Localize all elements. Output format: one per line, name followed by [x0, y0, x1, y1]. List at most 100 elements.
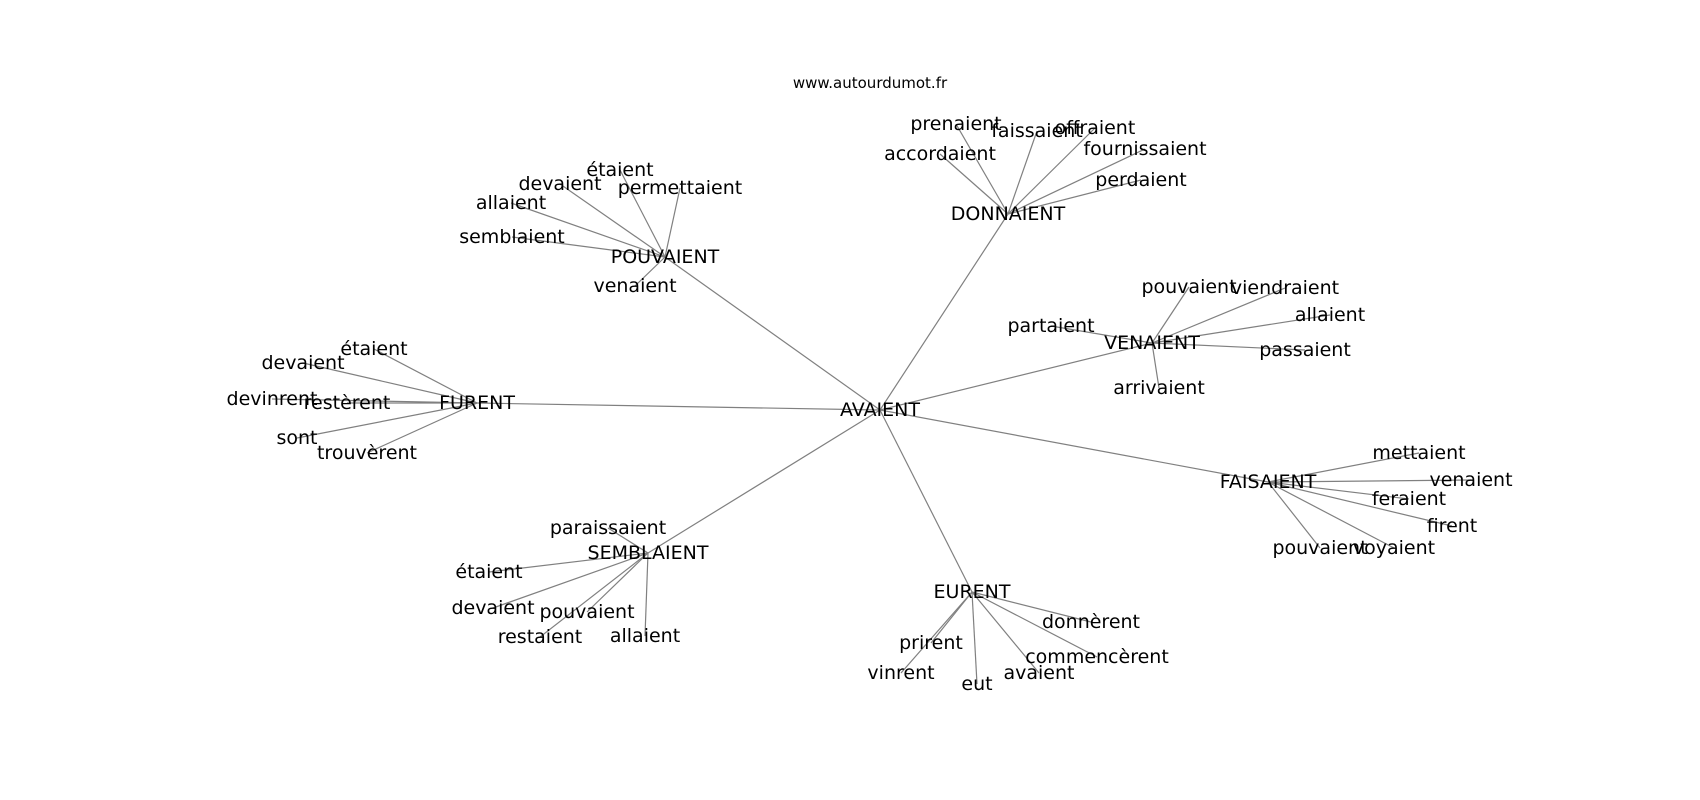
edge-hub-to-leaf — [296, 402, 478, 439]
leaf-node-label: devaient — [518, 173, 601, 195]
leaf-node-label: viendraient — [1231, 277, 1339, 299]
edge-hub-to-leaf — [1050, 325, 1153, 344]
edge-hub-to-leaf — [1007, 127, 1096, 215]
leaf-node-label: prirent — [899, 632, 963, 654]
hub-node-label: EURENT — [934, 581, 1011, 603]
hub-node-label: DONNAIENT — [951, 203, 1066, 225]
leaf-node-label: restaient — [498, 626, 583, 648]
leaf-node-label: pouvaient — [1141, 276, 1236, 298]
edge-hub-to-leaf — [1151, 342, 1306, 351]
leaf-node-label: donnèrent — [1042, 611, 1140, 633]
leaf-node-label: perdaient — [1095, 169, 1186, 191]
edge-root-to-hub — [664, 256, 881, 411]
edge-root-to-hub — [476, 402, 881, 411]
edge-hub-to-leaf — [939, 153, 1009, 215]
leaf-node-label: devinrent — [227, 388, 318, 410]
edge-hub-to-leaf — [971, 591, 1098, 658]
leaf-node-label: étaient — [586, 159, 653, 181]
leaf-node-label: commencèrent — [1025, 646, 1169, 668]
hub-node-label: SEMBLAIENT — [588, 542, 709, 564]
edge-hub-to-leaf — [1007, 130, 1038, 215]
leaf-node-label: firent — [1427, 515, 1478, 537]
leaf-node-label: eut — [961, 673, 992, 695]
leaf-node-label: trouvèrent — [317, 442, 417, 464]
leaf-node-label: semblaient — [459, 226, 565, 248]
leaf-node-label: arrivaient — [1113, 377, 1205, 399]
edge-hub-to-leaf — [1267, 479, 1472, 483]
edge-hub-to-leaf — [1267, 481, 1410, 500]
edge-root-to-hub — [879, 409, 1269, 483]
edge-root-to-hub — [879, 342, 1153, 411]
edge-hub-to-leaf — [1151, 287, 1286, 344]
edge-hub-to-leaf — [373, 348, 478, 404]
edge-hub-to-leaf — [1007, 179, 1142, 215]
leaf-node-label: prenaient — [910, 113, 1001, 135]
leaf-node-label: permettaient — [618, 177, 742, 199]
edge-root-to-hub — [879, 409, 973, 593]
edge-hub-to-leaf — [539, 552, 649, 638]
edge-hub-to-leaf — [971, 591, 1092, 623]
leaf-node-label: feraient — [1372, 488, 1446, 510]
leaf-node-label: mettaient — [1372, 442, 1465, 464]
edge-hub-to-leaf — [900, 591, 973, 674]
edge-hub-to-leaf — [1267, 452, 1420, 483]
leaf-node-label: venaient — [593, 275, 676, 297]
leaf-node-label: offraient — [1055, 117, 1136, 139]
edge-hub-to-leaf — [664, 187, 681, 258]
leaf-node-label: avaient — [1004, 662, 1075, 684]
edge-hub-to-leaf — [1151, 314, 1331, 344]
hub-node-label: VENAIENT — [1104, 332, 1200, 354]
leaf-node-label: devaient — [451, 597, 534, 619]
edge-hub-to-leaf — [271, 398, 478, 404]
edge-hub-to-leaf — [1267, 481, 1395, 549]
leaf-node-label: pouvaient — [539, 601, 634, 623]
hub-node-label: POUVAIENT — [611, 246, 720, 268]
edge-hub-to-leaf — [1267, 481, 1321, 549]
leaf-node-label: sont — [276, 427, 317, 449]
leaf-node-label: fournissaient — [1083, 138, 1206, 160]
leaf-node-label: allaient — [610, 625, 680, 647]
leaf-node-label: devaient — [261, 352, 344, 374]
edge-hub-to-leaf — [955, 123, 1009, 215]
edge-root-to-hub — [879, 213, 1009, 411]
graph-edges — [271, 123, 1472, 685]
source-label: www.autourdumot.fr — [793, 74, 948, 92]
edge-hub-to-leaf — [971, 591, 1040, 674]
edge-root-to-hub — [647, 409, 881, 554]
edge-hub-to-leaf — [302, 362, 478, 404]
edge-hub-to-leaf — [559, 183, 666, 258]
leaf-node-label: passaient — [1259, 339, 1351, 361]
edge-hub-to-leaf — [366, 402, 478, 454]
leaf-node-label: accordaient — [884, 143, 996, 165]
leaf-node-label: restèrent — [304, 392, 391, 414]
root-node-label: AVAIENT — [840, 399, 920, 421]
edge-hub-to-leaf — [1007, 148, 1146, 215]
edge-hub-to-leaf — [510, 202, 666, 258]
edge-hub-to-leaf — [971, 591, 978, 685]
edge-hub-to-leaf — [1151, 286, 1190, 344]
leaf-node-label: venaient — [1429, 469, 1512, 491]
edge-hub-to-leaf — [586, 552, 649, 613]
leaf-node-label: allaient — [476, 192, 546, 214]
leaf-node-label: partaient — [1007, 315, 1094, 337]
edge-hub-to-leaf — [644, 552, 649, 637]
leaf-node-label: paraissaient — [550, 517, 666, 539]
leaf-node-label: vinrent — [867, 662, 934, 684]
leaf-node-label: allaient — [1295, 304, 1365, 326]
leaf-node-label: étaient — [455, 561, 522, 583]
leaf-node-label: faissaient — [991, 120, 1083, 142]
edge-hub-to-leaf — [511, 236, 666, 258]
leaf-node-label: voyaient — [1353, 537, 1435, 559]
edge-hub-to-leaf — [488, 552, 649, 573]
hub-node-label: FAISAIENT — [1220, 471, 1317, 493]
edge-hub-to-leaf — [492, 552, 649, 609]
leaf-node-label: pouvaient — [1272, 537, 1367, 559]
edge-hub-to-leaf — [1151, 342, 1160, 389]
edge-hub-to-leaf — [1267, 481, 1453, 527]
hub-node-label: FURENT — [439, 392, 515, 414]
edge-hub-to-leaf — [634, 256, 666, 287]
edge-hub-to-leaf — [619, 169, 666, 258]
leaf-node-label: étaient — [340, 338, 407, 360]
